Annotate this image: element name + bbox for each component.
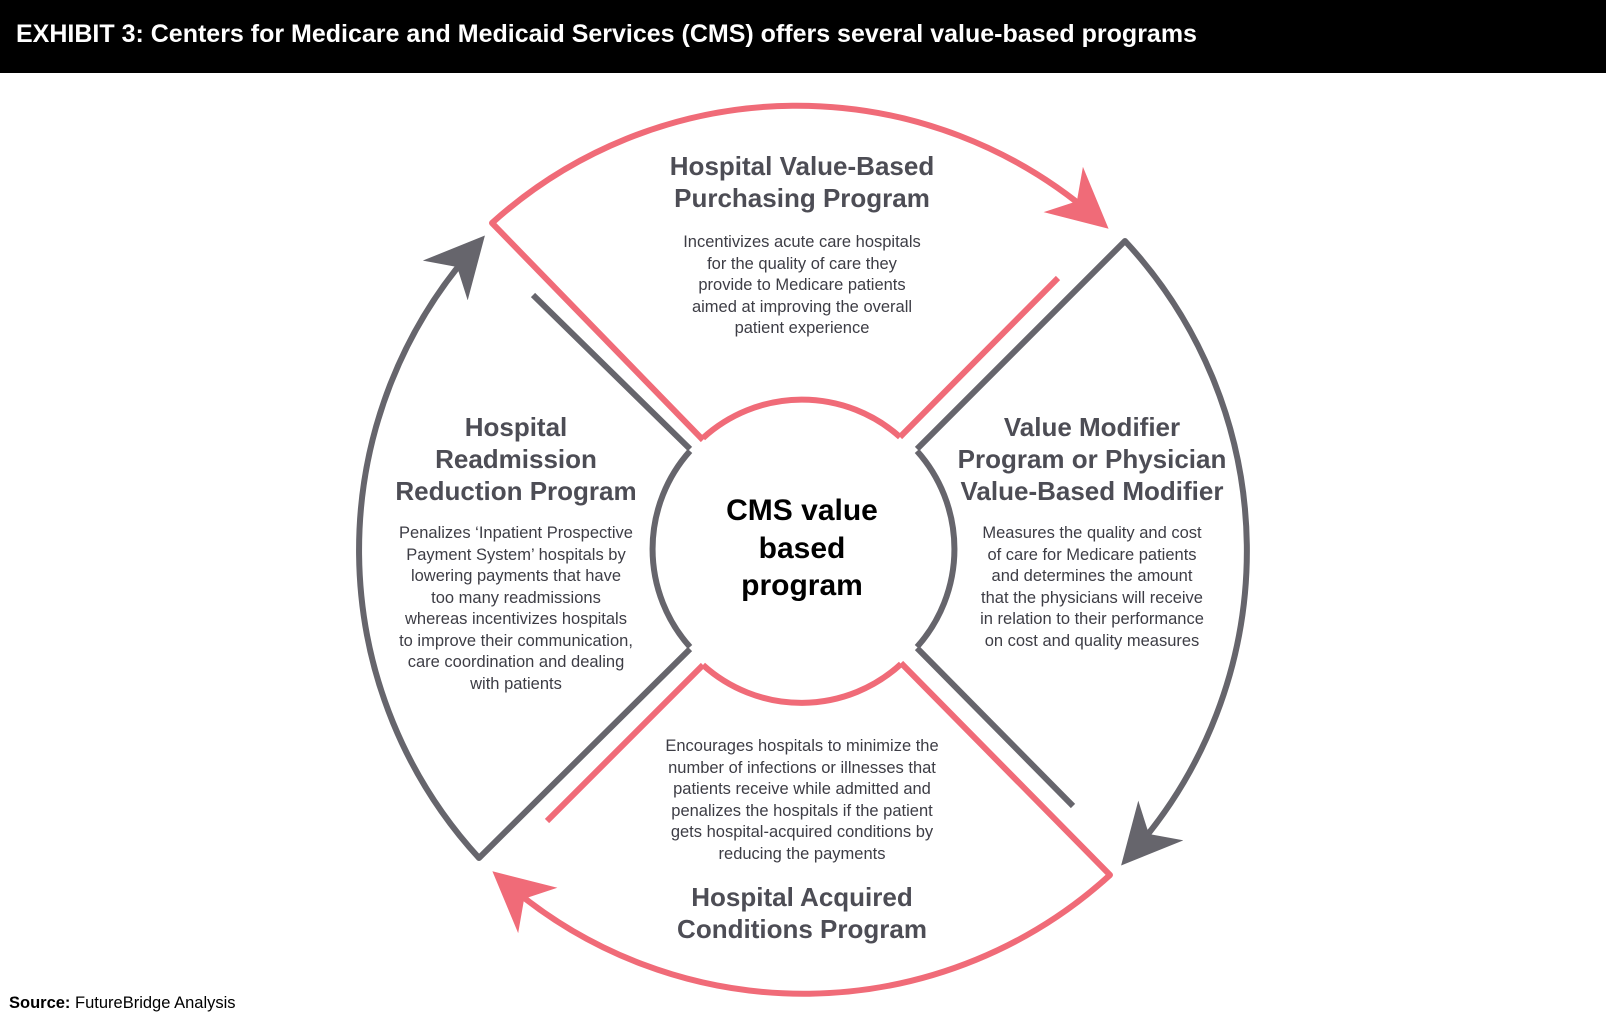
center-top-arc <box>700 396 902 441</box>
top-segment-inner <box>897 275 1061 440</box>
exhibit-title: EXHIBIT 3: Centers for Medicare and Medi… <box>16 20 1197 48</box>
desc-line: Penalizes ‘Inpatient Prospective <box>399 524 633 542</box>
quadrant-right: Value Modifier Program or Physician Valu… <box>932 411 1252 652</box>
desc-line: lowering payments that have <box>410 567 622 585</box>
quadrant-right-title: Value Modifier Program or Physician Valu… <box>932 411 1252 507</box>
quadrant-left-title: Hospital Readmission Reduction Program <box>356 411 676 507</box>
desc-line: gets hospital-acquired conditions by <box>670 823 934 841</box>
title-line: Readmission <box>435 444 597 474</box>
desc-line: on cost and quality measures <box>984 631 1200 650</box>
title-line: Program or Physician <box>957 444 1227 474</box>
right-segment-inner <box>914 645 1076 809</box>
desc-line: patients receive while admitted and <box>673 780 931 798</box>
quadrant-top: Hospital Value-Based Purchasing Program … <box>602 150 1002 340</box>
quadrant-bottom-title: Hospital Acquired Conditions Program <box>602 881 1002 945</box>
center-line: program <box>741 569 863 602</box>
quadrant-bottom-description: Encourages hospitals to minimize the num… <box>602 736 1002 865</box>
title-line: Reduction Program <box>395 476 637 506</box>
title-line: Conditions Program <box>677 914 927 944</box>
desc-line: whereas incentivizes hospitals <box>405 610 627 628</box>
quadrant-top-description: Incentivizes acute care hospitals for th… <box>602 232 1002 340</box>
quadrant-left: Hospital Readmission Reduction Program P… <box>356 411 676 695</box>
bottom-segment-inner <box>544 662 706 824</box>
desc-line: that the physicians will receive <box>981 588 1203 607</box>
center-line: based <box>758 531 846 565</box>
quadrant-right-description: Measures the quality and cost of care fo… <box>932 523 1252 652</box>
title-line: Value Modifier <box>1003 412 1181 442</box>
desc-line: and determines the amount <box>991 567 1193 585</box>
source-label: Source: <box>9 994 71 1012</box>
title-line: Hospital <box>464 412 568 442</box>
desc-line: care coordination and dealing <box>407 653 625 671</box>
bottom-segment-outline <box>492 660 1113 997</box>
right-segment-outline <box>914 238 1250 866</box>
desc-line: penalizes the hospitals if the patient <box>671 801 933 820</box>
title-line: Hospital Acquired <box>691 882 913 912</box>
desc-line: of care for Medicare patients <box>987 545 1197 564</box>
desc-line: for the quality of care they <box>707 254 897 273</box>
desc-line: number of infections or illnesses that <box>668 758 936 777</box>
center-right-arc <box>914 449 958 649</box>
desc-line: to improve their communication, <box>399 631 633 650</box>
desc-line: Encourages hospitals to minimize the <box>665 737 939 755</box>
desc-line: patient experience <box>734 319 870 337</box>
desc-line: Incentivizes acute care hospitals <box>683 233 921 251</box>
quadrant-top-title: Hospital Value-Based Purchasing Program <box>602 150 1002 214</box>
desc-line: with patients <box>470 674 562 693</box>
desc-line: too many readmissions <box>431 588 601 607</box>
center-bottom-arc <box>700 661 904 706</box>
quadrant-bottom: Encourages hospitals to minimize the num… <box>602 736 1002 945</box>
title-line: Hospital Value-Based <box>669 151 935 181</box>
desc-line: provide to Medicare patients <box>698 276 906 294</box>
desc-line: Measures the quality and cost <box>982 524 1202 542</box>
header-bar: EXHIBIT 3: Centers for Medicare and Medi… <box>0 0 1606 73</box>
title-line: Value-Based Modifier <box>960 476 1224 506</box>
desc-line: reducing the payments <box>718 844 886 863</box>
center-left-arc <box>649 449 693 649</box>
desc-line: Payment System’ hospitals by <box>406 545 626 564</box>
desc-line: aimed at improving the overall <box>691 297 913 316</box>
center-line: CMS value <box>726 494 878 527</box>
title-line: Purchasing Program <box>674 183 930 213</box>
desc-line: in relation to their performance <box>980 610 1204 628</box>
center-label: CMS value based program <box>652 492 952 605</box>
source-note: Source: FutureBridge Analysis <box>9 994 236 1013</box>
left-segment-inner <box>530 292 693 452</box>
top-segment-outline <box>489 102 1109 443</box>
quadrant-left-description: Penalizes ‘Inpatient Prospective Payment… <box>356 523 676 695</box>
left-segment-outline <box>356 235 693 861</box>
source-text: FutureBridge Analysis <box>75 994 236 1012</box>
